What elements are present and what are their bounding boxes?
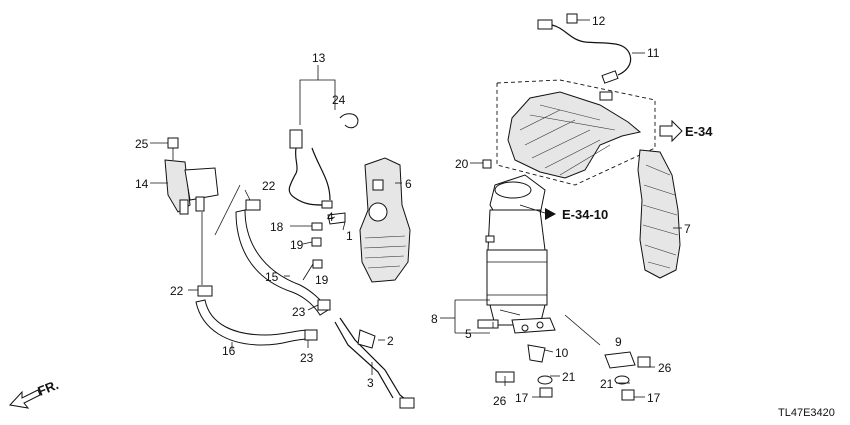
side-heat-shield [637, 149, 681, 279]
leader-lines [150, 19, 682, 398]
fasteners [311, 159, 651, 401]
callout-13: 13 [312, 51, 326, 65]
callout-17b: 17 [647, 391, 661, 405]
callout-25: 25 [135, 137, 149, 151]
callout-7: 7 [684, 222, 691, 236]
callout-24: 24 [332, 93, 346, 107]
callout-6: 6 [405, 177, 412, 191]
manifold-heat-shield [359, 157, 411, 283]
catalytic-converter [485, 174, 556, 334]
ref-label-e34-10: E-34-10 [562, 207, 608, 222]
callout-19b: 19 [315, 273, 329, 287]
callout-22b: 22 [170, 284, 184, 298]
diagram-code: TL47E3420 [778, 407, 835, 419]
stay-rod [334, 317, 415, 409]
callout-21a: 21 [562, 370, 576, 384]
callout-20: 20 [455, 157, 469, 171]
upper-heat-shield [496, 79, 656, 186]
upper-oxygen-sensor [537, 13, 632, 84]
ref-label-e34: E-34 [685, 124, 713, 139]
callout-1: 1 [346, 229, 353, 243]
callout-10: 10 [555, 346, 569, 360]
callout-16: 16 [222, 344, 236, 358]
pressure-sensor-bracket [164, 137, 219, 215]
clip-24 [339, 113, 359, 129]
reference-e34: E-34 [659, 119, 713, 143]
front-label: FR. [36, 377, 61, 399]
callout-23a: 23 [292, 305, 306, 319]
callout-12: 12 [592, 14, 606, 28]
callout-9: 9 [615, 335, 622, 349]
callout-8: 8 [431, 312, 438, 326]
callout-5: 5 [465, 327, 472, 341]
callout-18: 18 [270, 220, 284, 234]
callout-22a: 22 [262, 179, 276, 193]
callout-21b: 21 [600, 377, 614, 391]
callout-11: 11 [647, 46, 660, 60]
callout-4: 4 [327, 210, 334, 224]
callout-15: 15 [265, 270, 279, 284]
callout-14: 14 [135, 177, 149, 191]
callout-23b: 23 [300, 351, 314, 365]
reference-e34-10: E-34-10 [519, 204, 608, 222]
callout-labels: 12 11 13 24 25 14 22 6 20 4 18 1 19 19 1… [135, 14, 691, 408]
front-direction-arrow: FR. [9, 377, 61, 409]
callout-3: 3 [367, 376, 374, 390]
hoses [195, 184, 331, 346]
callout-2: 2 [387, 334, 394, 348]
callout-17a: 17 [515, 391, 529, 405]
callout-26b: 26 [493, 394, 507, 408]
lower-oxygen-sensor [288, 65, 336, 209]
callout-26a: 26 [658, 361, 672, 375]
callout-19a: 19 [290, 238, 304, 252]
